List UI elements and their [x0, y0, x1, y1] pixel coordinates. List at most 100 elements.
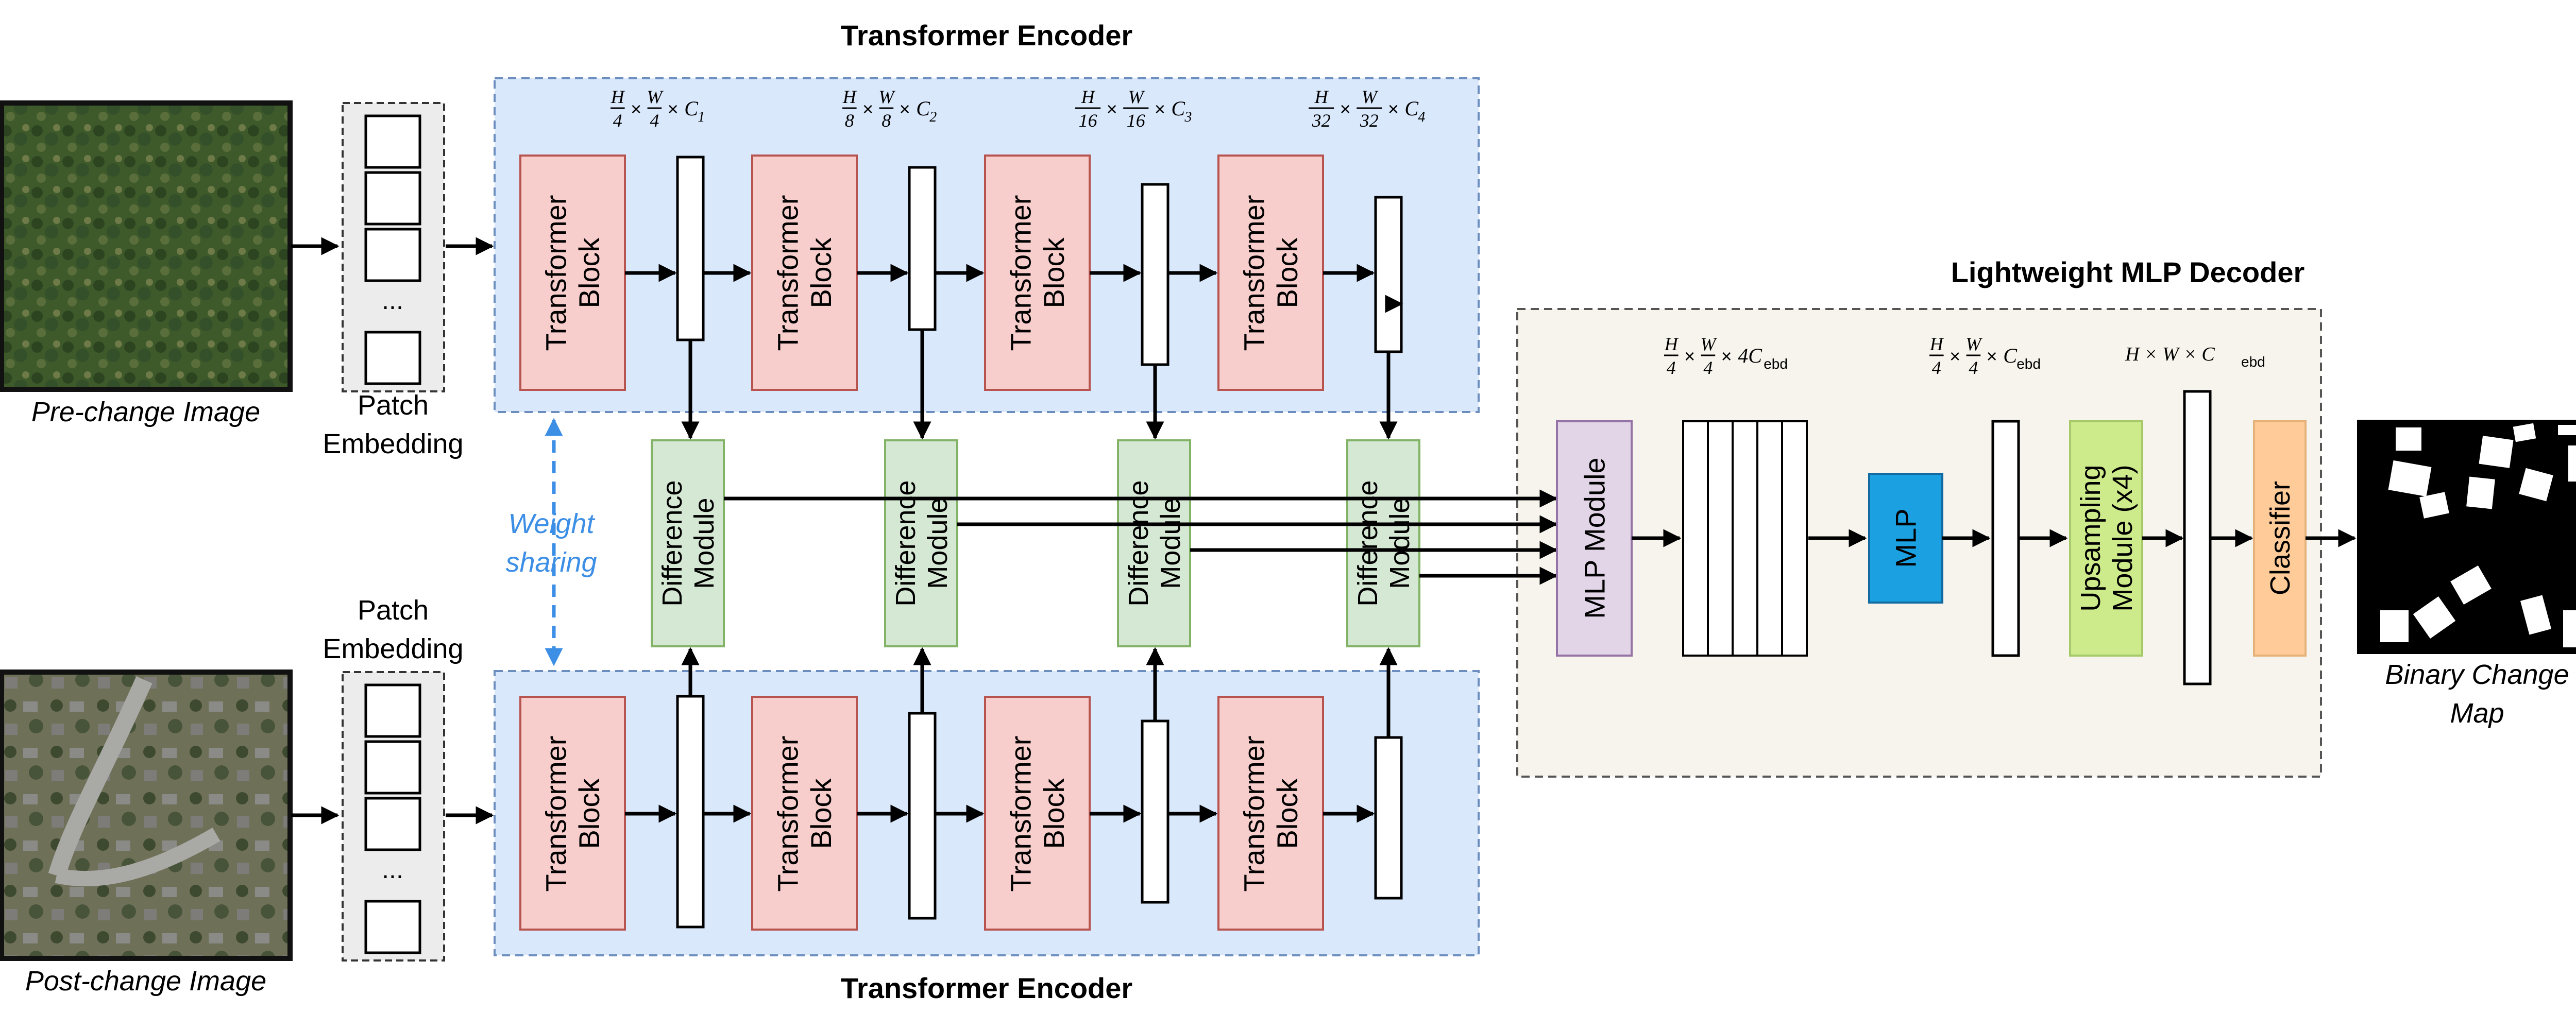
decoder-title: Lightweight MLP Decoder — [1951, 256, 2305, 288]
concat-feature-col-3 — [1732, 420, 1758, 657]
upsampled-dims-subscript: ebd — [2241, 354, 2265, 370]
patch-embedding-top-line2: Embedding — [323, 428, 463, 459]
concat-feature-col-1 — [1682, 420, 1709, 657]
dim-times: × — [1987, 346, 1997, 367]
transformer-block-top-3-label-line2: Block — [1038, 237, 1070, 308]
dim-subscript: 1 — [698, 109, 705, 125]
dim-denominator: 4 — [650, 110, 659, 131]
transformer-block-top-4-label-line2: Block — [1271, 237, 1303, 308]
transformer-block-bottom-4-label-line1: Transformer — [1238, 736, 1270, 892]
change-region-11 — [2413, 596, 2456, 639]
difference-module-3 — [1117, 439, 1191, 647]
dim-times: × — [1388, 98, 1399, 119]
feature-map-top-1 — [676, 156, 705, 341]
change-region-12 — [2380, 610, 2409, 642]
transformer-block-top-1-label-line1: Transformer — [539, 195, 572, 351]
transformer-block-bottom-4 — [1217, 696, 1324, 931]
transformer-block-bottom-3-label-line2: Block — [1038, 778, 1070, 849]
patch-ellipsis: ... — [382, 855, 403, 884]
transformer-block-top-3 — [984, 154, 1091, 391]
patch-ellipsis: ... — [382, 286, 403, 315]
dim-numerator: H — [1664, 334, 1679, 354]
mlp-label-group: MLP — [1890, 508, 1922, 568]
patch-token-3 — [364, 797, 421, 851]
dim-numerator: H — [1081, 87, 1096, 107]
dim-times: × — [1107, 98, 1117, 119]
transformer-block-top-1-label-line2: Block — [573, 237, 605, 308]
mlp-label-line1: MLP — [1890, 508, 1922, 568]
difference-module-2 — [884, 439, 958, 647]
difference-module-1-label-line1: Difference — [657, 480, 688, 606]
concat-feature-col-5 — [1781, 420, 1808, 657]
dim-denominator: 4 — [1703, 357, 1713, 378]
mlp-module-label-group: MLP Module — [1579, 457, 1611, 619]
dim-channels: C — [2003, 344, 2018, 367]
dim-denominator: 32 — [1312, 110, 1331, 131]
difference-module-2-label-line1: Difference — [890, 480, 921, 606]
patch-embedding-bottom-line1: Patch — [358, 595, 429, 626]
difference-module-1-label-line2: Module — [689, 497, 720, 589]
change-region-7 — [2466, 476, 2495, 509]
patch-token-last — [364, 331, 421, 385]
dim-channels: C — [916, 97, 930, 120]
concat-feature-col-4 — [1756, 420, 1783, 657]
transformer-block-top-4 — [1217, 154, 1324, 391]
dim-subscript: ebd — [1764, 356, 1788, 372]
classifier-label-group: Classifier — [2265, 481, 2296, 595]
dim-times: × — [1340, 98, 1351, 119]
patch-embedding-bottom: ... — [342, 671, 445, 962]
transformer-block-bottom-1-label-line2: Block — [573, 778, 605, 849]
transformer-block-bottom-2-label-line1: Transformer — [771, 736, 804, 892]
change-region-5 — [2388, 460, 2432, 497]
change-region-13 — [2520, 595, 2552, 635]
dim-denominator: 4 — [1969, 357, 1978, 378]
transformer-block-top-4-label-line1: Transformer — [1238, 195, 1270, 351]
change-region-8 — [2519, 468, 2553, 502]
weight-sharing-line2: sharing — [505, 547, 597, 578]
change-region-10 — [2450, 565, 2492, 605]
dim-denominator: 4 — [613, 110, 622, 131]
difference-module-3-label-line1: Difference — [1123, 480, 1154, 606]
dim-times: × — [862, 98, 873, 119]
mlp-module-box — [1556, 420, 1633, 657]
dim-times: × — [1684, 346, 1695, 367]
weight-sharing-line1: Weight — [508, 508, 595, 539]
patch-token-1 — [364, 114, 421, 169]
post-image-caption: Post-change Image — [25, 966, 266, 997]
transformer-block-top-1 — [519, 154, 626, 391]
transformer-block-top-2-label-line1: Transformer — [771, 195, 804, 351]
patch-token-last — [364, 900, 421, 954]
output-caption-line1: Binary Change — [2385, 659, 2569, 690]
difference-module-1 — [651, 439, 725, 647]
difference-module-3-label-line2: Module — [1155, 497, 1186, 589]
patch-embedding-bottom-line2: Embedding — [323, 633, 463, 664]
post-change-image — [0, 670, 293, 961]
difference-module-4 — [1346, 439, 1420, 647]
dim-numerator: W — [1128, 87, 1145, 107]
upsampled-feature — [2183, 390, 2212, 685]
dim-numerator: W — [1965, 334, 1982, 354]
change-region-2 — [2479, 436, 2514, 468]
feature-map-bottom-4 — [1374, 736, 1403, 900]
dim-subscript: 3 — [1184, 109, 1192, 125]
patch-token-1 — [364, 683, 421, 738]
dim-numerator: W — [1362, 87, 1379, 107]
transformer-block-bottom-1-label-line1: Transformer — [539, 736, 572, 892]
dim-numerator: H — [611, 87, 625, 107]
